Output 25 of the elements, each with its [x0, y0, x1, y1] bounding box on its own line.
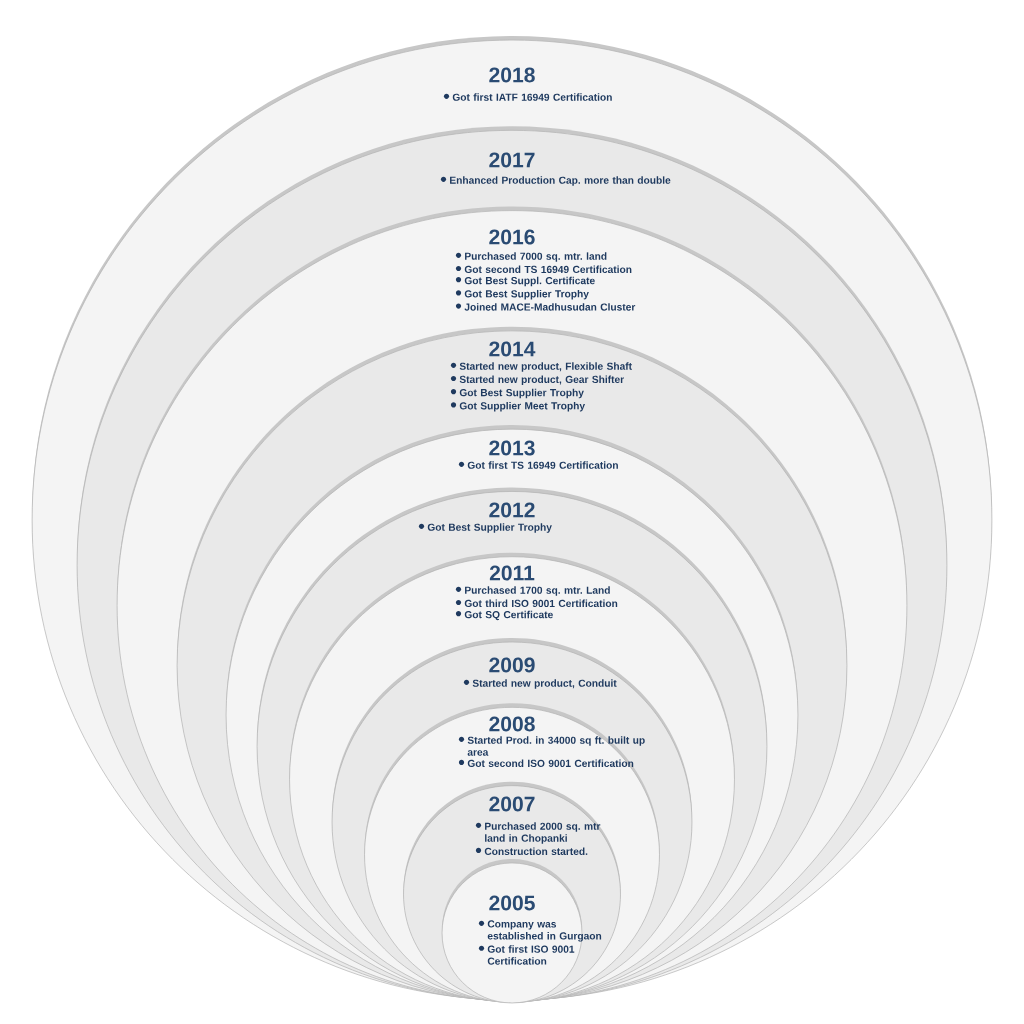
bullet-item: Got Supplier Meet Trophy [450, 401, 585, 412]
bullet-item: Got first TS 16949 Certification [458, 461, 618, 469]
bullet-item: Purchased 7000 sq. mtr. land [455, 252, 607, 262]
bullet-item: Started new product, Conduit [463, 679, 617, 689]
bullet-item: Got Best Supplier Trophy [418, 523, 552, 533]
bullet-item: Started new product, Gear Shifter [450, 375, 624, 386]
bullet-item: Enhanced Production Cap. more than double [440, 176, 671, 186]
year-label: 2012 [489, 502, 535, 518]
year-label: 2014 [489, 341, 536, 357]
bullet-item: Got Best Supplier Trophy [450, 388, 584, 399]
bullet-item: Got third ISO 9001 Certification [455, 599, 618, 608]
bullet-item: Started new product, Flexible Shaft [450, 362, 632, 372]
bullet-item: Got Best Supplier Trophy [455, 289, 589, 300]
year-label: 2017 [489, 152, 535, 168]
year-label: 2018 [489, 67, 535, 83]
bullet-item: Got first IATF 16949 Certification [443, 93, 612, 101]
bullet-item: Purchased 1700 sq. mtr. Land [455, 586, 610, 596]
year-label: 2016 [489, 229, 535, 245]
year-label: 2011 [489, 565, 535, 581]
year-label: 2009 [489, 657, 535, 673]
year-label: 2013 [489, 440, 535, 456]
bullet-item: Got SQ Certificate [455, 610, 553, 621]
bullet-item: Got second TS 16949 Certification [455, 265, 632, 274]
bullet-item: Got Best Suppl. Certificate [455, 276, 595, 287]
bullet-item: Joined MACE-Madhusudan Cluster [455, 303, 636, 311]
